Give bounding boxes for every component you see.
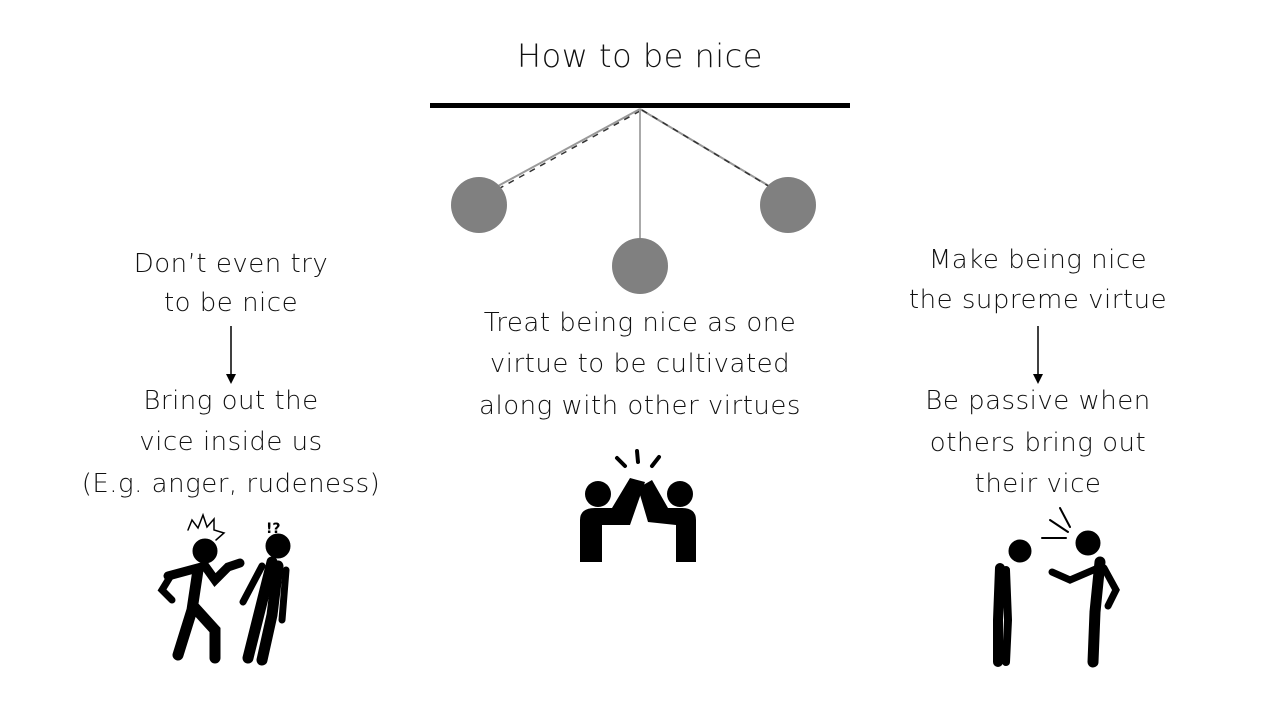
angry-people-icon: !? <box>157 512 291 666</box>
pendulum-string-right-dash <box>641 109 771 188</box>
left-line-1: Don’t even try <box>133 249 329 279</box>
pendulum-ball-left <box>451 177 507 233</box>
center-line-3: along with other virtues <box>479 391 801 421</box>
page-title: How to be nice <box>517 37 763 75</box>
svg-text:!?: !? <box>266 521 281 537</box>
right-line-1: Make being nice <box>928 245 1148 275</box>
center-line-1: Treat being nice as one <box>483 308 797 338</box>
pendulum-ball-right <box>760 177 816 233</box>
pendulum-bar <box>430 103 850 108</box>
shouting-person-icon <box>993 507 1120 668</box>
left-line-2: to be nice <box>163 288 299 318</box>
arrow-left <box>226 326 236 384</box>
right-line-2: the supreme virtue <box>908 285 1168 315</box>
left-result-3: (E.g. anger, rudeness) <box>81 469 381 499</box>
left-result-1: Bring out the <box>143 386 319 416</box>
right-result-3: their vice <box>974 469 1102 499</box>
arrow-right <box>1033 326 1043 384</box>
pendulum-ball-middle <box>612 238 668 294</box>
center-line-2: virtue to be cultivated <box>489 349 791 379</box>
pendulum-string-left <box>497 108 641 187</box>
high-five-icon <box>580 449 696 562</box>
left-result-2: vice inside us <box>139 427 323 457</box>
right-result-2: others bring out <box>929 428 1147 458</box>
right-result-1: Be passive when <box>925 386 1151 416</box>
pendulum-string-left-dash <box>499 110 641 189</box>
